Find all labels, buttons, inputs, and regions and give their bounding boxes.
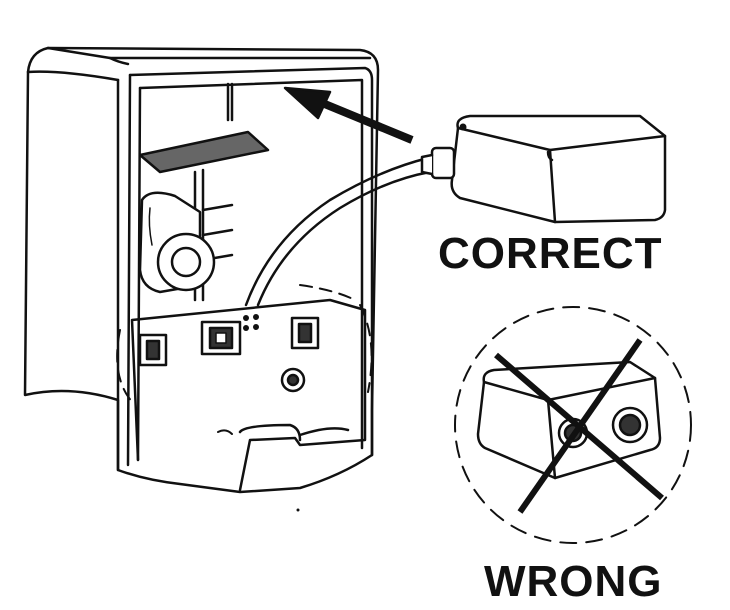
battery-cable — [244, 156, 432, 307]
connector-highlight-circle — [116, 284, 373, 406]
inner-cylinder — [138, 191, 216, 294]
connector-right — [290, 316, 320, 350]
connector-left — [138, 333, 168, 367]
board-dots — [243, 314, 259, 331]
insert-arrow — [283, 86, 414, 144]
wrong-x-mark — [494, 338, 664, 514]
correct-label: CORRECT — [438, 229, 663, 278]
battery-correct — [420, 114, 667, 224]
connector-center — [200, 320, 242, 356]
circuit-board — [130, 298, 367, 492]
wrong-label: WRONG — [484, 557, 663, 606]
wrong-example — [454, 306, 692, 544]
board-screw — [280, 367, 306, 393]
stray-dot — [296, 508, 300, 512]
wrong-dashed-circle — [454, 306, 692, 544]
